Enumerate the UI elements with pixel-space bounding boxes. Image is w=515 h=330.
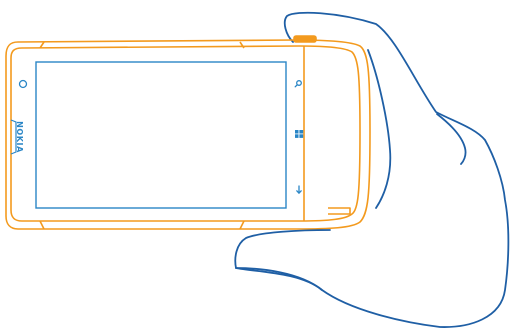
bottom-ridge-right: [240, 221, 244, 229]
windows-start-icon[interactable]: [295, 130, 303, 138]
thumb-outline: [235, 230, 330, 268]
search-icon[interactable]: [295, 81, 301, 87]
side-connector-port: [328, 208, 350, 214]
bottom-ridge-left: [40, 221, 44, 229]
brand-logo: NOKIA: [15, 121, 24, 153]
camera-lens-icon: [20, 81, 27, 88]
power-key[interactable]: [294, 36, 316, 42]
back-arrow-icon[interactable]: [297, 186, 301, 193]
hand-front: [235, 230, 330, 290]
display-screen[interactable]: [36, 62, 286, 208]
palm-edge: [368, 50, 390, 208]
finger-crease: [437, 114, 466, 164]
